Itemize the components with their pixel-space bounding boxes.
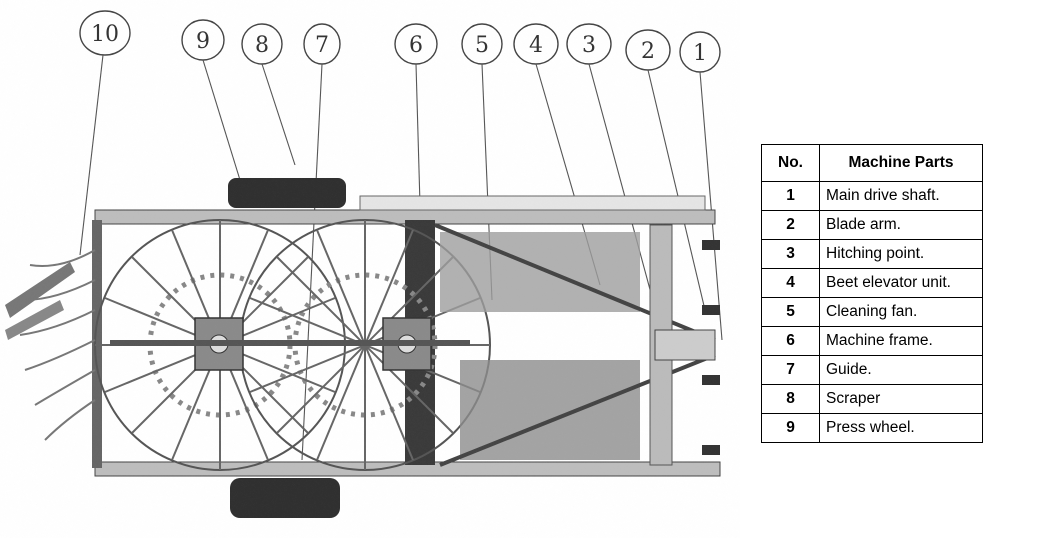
table-header-row: No. Machine Parts [761,144,983,182]
header-no: No. [761,144,820,182]
row-part-name: Blade arm. [819,210,983,240]
row-part-name: Scraper [819,384,983,414]
row-number: 8 [761,384,820,414]
row-number: 7 [761,355,820,385]
row-number: 9 [761,413,820,443]
row-part-name: Cleaning fan. [819,297,983,327]
row-number: 1 [761,181,820,211]
row-part-name: Guide. [819,355,983,385]
row-number: 5 [761,297,820,327]
row-number: 6 [761,326,820,356]
row-part-name: Beet elevator unit. [819,268,983,298]
row-part-name: Main drive shaft. [819,181,983,211]
row-part-name: Hitching point. [819,239,983,269]
row-number: 4 [761,268,820,298]
row-number: 2 [761,210,820,240]
machine-drawing: 10 9 8 7 6 5 4 3 2 1 [0,0,740,538]
row-part-name: Press wheel. [819,413,983,443]
header-machine-parts: Machine Parts [819,144,983,182]
row-part-name: Machine frame. [819,326,983,356]
row-number: 3 [761,239,820,269]
